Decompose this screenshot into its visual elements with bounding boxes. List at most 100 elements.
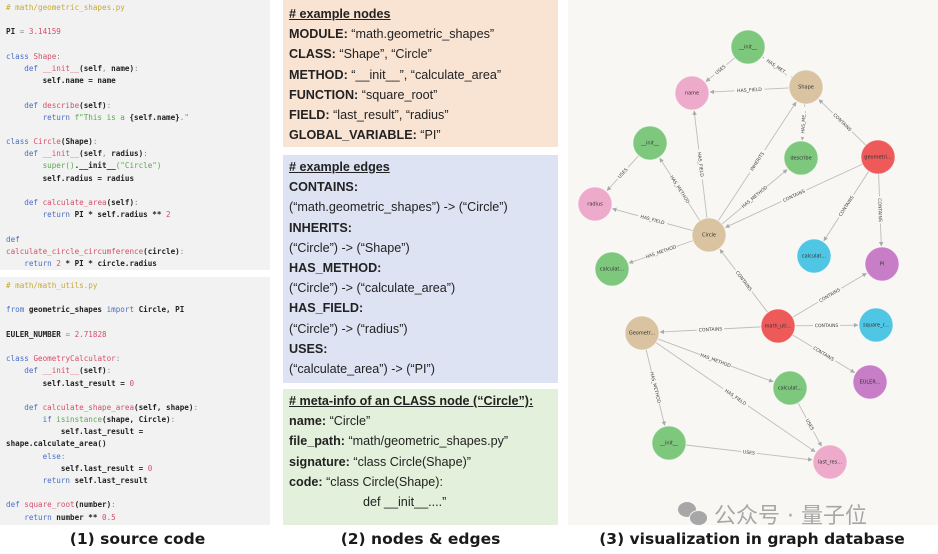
- edge-label: HAS_FIELD: [723, 388, 747, 407]
- node-label: radius: [587, 202, 603, 208]
- graph-node-name[interactable]: name: [674, 75, 710, 111]
- edge-label: CONTAINS: [812, 345, 835, 362]
- node-circle[interactable]: [651, 425, 687, 461]
- node-circle[interactable]: [691, 217, 727, 253]
- graph-canvas[interactable]: USES HAS_MET... HAS_FIELD HAS_ME... CONTAINS…: [568, 0, 938, 525]
- graph-edge[interactable]: CONTAINS: [818, 99, 867, 146]
- graph-node-euler[interactable]: EULER...: [852, 364, 888, 400]
- graph-node-circle[interactable]: Circle: [691, 217, 727, 253]
- node-circle[interactable]: [772, 370, 808, 406]
- graph-node-shape[interactable]: Shape: [788, 69, 824, 105]
- code-line: [6, 390, 270, 402]
- node-circle[interactable]: [812, 444, 848, 480]
- node-circle[interactable]: [760, 308, 796, 344]
- meta-key: signature:: [289, 454, 350, 469]
- graph-edge[interactable]: HAS_ME...: [799, 103, 808, 141]
- edge-type-key: USES:: [289, 341, 328, 356]
- node-type-key: GLOBAL_VARIABLE:: [289, 128, 417, 143]
- graph-node-init3[interactable]: __init__: [651, 425, 687, 461]
- node-circle[interactable]: [632, 125, 668, 161]
- graph-node-lastres[interactable]: last_res...: [812, 444, 848, 480]
- edge-label-bg: [780, 187, 808, 205]
- node-label: __init__: [640, 141, 659, 147]
- node-label: Circle: [702, 233, 716, 239]
- node-circle[interactable]: [858, 307, 894, 343]
- node-label: square_r...: [863, 323, 889, 329]
- graph-node-geomod[interactable]: geometri...: [860, 139, 896, 175]
- graph-edge[interactable]: CONTAINS: [792, 272, 867, 318]
- graph-edge[interactable]: HAS_FIELD: [709, 86, 790, 94]
- graph-node-geocalc[interactable]: Geometr...: [624, 315, 660, 351]
- graph-edge[interactable]: CONTAINS: [823, 171, 870, 242]
- graph-edge[interactable]: CONTAINS: [876, 173, 884, 247]
- graph-edge[interactable]: HAS_FIELD: [612, 207, 693, 231]
- node-type-row: CLASS: “Shape”, “Circle”: [289, 44, 552, 64]
- code-line: calculate_circle_circumference(circle):: [6, 246, 185, 256]
- code-line: return f"This is a {self.name}.": [6, 112, 189, 122]
- edge-type-value: (“Circle”) -> (“Shape”): [289, 240, 410, 255]
- edge-label-bg: [637, 212, 668, 227]
- edge-type-key: INHERITS:: [289, 220, 352, 235]
- code-line: class Circle(Shape):: [6, 137, 98, 147]
- code-line: def: [6, 234, 20, 244]
- graph-node-pi[interactable]: PI: [864, 246, 900, 282]
- graph-node-describe[interactable]: describe: [783, 140, 819, 176]
- graph-edge[interactable]: CONTAINS: [792, 334, 855, 374]
- node-circle[interactable]: [594, 251, 630, 287]
- edge-label: HAS_METHOD: [645, 244, 678, 260]
- graph-edge[interactable]: USES: [797, 402, 822, 447]
- example-nodes-box: # example nodes MODULE: “math.geometric_…: [283, 0, 558, 147]
- edge-label: CONTAINS: [831, 112, 852, 133]
- graph-edge[interactable]: HAS_METHOD: [657, 338, 774, 383]
- node-type-key: METHOD:: [289, 67, 348, 82]
- edge-label-bg: [762, 55, 793, 80]
- edge-label-bg: [615, 165, 631, 181]
- node-label: geometri...: [864, 155, 892, 161]
- graph-node-init1[interactable]: __init__: [730, 29, 766, 65]
- code-line: self.last_result = 0: [6, 463, 153, 473]
- graph-edge[interactable]: CONTAINS: [659, 325, 762, 335]
- edge-label: HAS_FIELD: [640, 214, 666, 226]
- node-circle[interactable]: [788, 69, 824, 105]
- graph-node-sqroot[interactable]: square_r...: [858, 307, 894, 343]
- node-circle[interactable]: [674, 75, 710, 111]
- graph-node-radius[interactable]: radius: [577, 186, 613, 222]
- node-type-row: FUNCTION: “square_root”: [289, 85, 552, 105]
- node-circle[interactable]: [783, 140, 819, 176]
- node-circle[interactable]: [864, 246, 900, 282]
- node-circle[interactable]: [577, 186, 613, 222]
- graph-edge[interactable]: USES: [606, 155, 639, 191]
- node-circle[interactable]: [796, 238, 832, 274]
- code-line: [6, 341, 270, 353]
- edge-label-bg: [668, 173, 692, 205]
- edge-label-bg: [712, 62, 729, 77]
- graph-visualization[interactable]: USES HAS_MET... HAS_FIELD HAS_ME... CONTAINS…: [568, 0, 938, 525]
- graph-edge[interactable]: CONTAINS: [794, 322, 859, 329]
- graph-node-init2[interactable]: __init__: [632, 125, 668, 161]
- graph-edge[interactable]: HAS_MET...: [762, 55, 793, 80]
- graph-node-mathutils[interactable]: math_uti...: [760, 308, 796, 344]
- graph-edge[interactable]: USES: [685, 444, 813, 462]
- graph-node-calc1[interactable]: calculat...: [594, 251, 630, 287]
- graph-node-calc3[interactable]: calculat...: [772, 370, 808, 406]
- graph-edge[interactable]: HAS_METHOD: [721, 169, 788, 225]
- meta-row: name: “Circle”: [289, 411, 552, 431]
- node-circle[interactable]: [860, 139, 896, 175]
- node-label: calculat...: [778, 386, 803, 392]
- code-line: class GeometryCalculator:: [6, 354, 121, 364]
- edge-label: USES: [804, 418, 815, 432]
- edge-label: CONTAINS: [734, 270, 753, 292]
- graph-edge[interactable]: HAS_METHOD: [628, 240, 694, 264]
- graph-edge[interactable]: HAS_METHOD: [645, 349, 666, 426]
- node-label: PI: [880, 262, 885, 268]
- node-circle[interactable]: [852, 364, 888, 400]
- graph-edge[interactable]: USES: [705, 57, 736, 82]
- source-code-math-utils: # math/math_utils.py from geometric_shap…: [0, 277, 270, 525]
- node-type-row: MODULE: “math.geometric_shapes”: [289, 24, 552, 44]
- graph-node-calc2[interactable]: calculat...: [796, 238, 832, 274]
- graph-edge[interactable]: CONTAINS: [719, 249, 769, 313]
- graph-edge[interactable]: HAS_FIELD: [692, 110, 708, 219]
- graph-edge[interactable]: HAS_METHOD: [659, 157, 701, 221]
- node-circle[interactable]: [730, 29, 766, 65]
- node-circle[interactable]: [624, 315, 660, 351]
